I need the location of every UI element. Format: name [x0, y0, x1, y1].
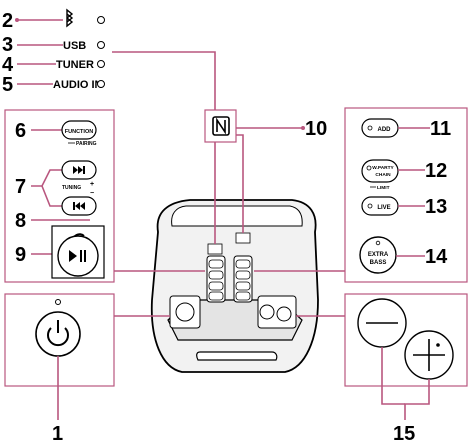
add-indicator-icon — [367, 125, 373, 131]
callout-7: 7 — [15, 176, 26, 198]
live-label: LIVE — [377, 205, 390, 211]
speaker-mini-button — [208, 270, 224, 280]
speaker-illustration — [150, 199, 319, 373]
callout-13: 13 — [425, 196, 447, 218]
plus-icon — [413, 339, 445, 371]
live-indicator-icon — [367, 203, 373, 209]
previous-icon — [73, 202, 85, 210]
bluetooth-indicator-icon — [97, 16, 105, 24]
tuner-indicator-icon — [97, 60, 105, 68]
power-indicator-icon — [55, 299, 61, 305]
right-panel: ADD 11 W.PARTY CHAIN LIMIT 12 LIVE 13 EX… — [344, 107, 468, 283]
speaker-mini-button — [208, 259, 224, 269]
tuner-label: TUNER — [56, 59, 94, 71]
bluetooth-icon — [66, 8, 74, 28]
power-icon — [47, 320, 69, 347]
speaker-mini-button — [235, 270, 251, 280]
extra-bass-label-2: BASS — [370, 260, 387, 266]
next-icon — [73, 166, 85, 174]
speaker-volume-minus-mini — [259, 304, 275, 320]
callout-11: 11 — [430, 118, 451, 140]
audio-in-indicator-icon — [97, 80, 105, 88]
party-chain-indicator-icon — [366, 165, 372, 171]
speaker-nfc-slot — [235, 232, 251, 244]
callout-5: 5 — [2, 74, 13, 96]
speaker-mini-button — [235, 291, 251, 301]
pairing-label: PAIRING — [76, 141, 97, 147]
function-label: FUNCTION — [65, 129, 93, 135]
extra-bass-indicator-icon — [375, 240, 381, 246]
limit-label: LIMIT — [377, 185, 390, 191]
nfc-frame — [204, 109, 237, 143]
extra-bass-label-1: EXTRA — [368, 252, 389, 258]
power-panel: 1 — [4, 293, 115, 443]
tuning-label: TUNING — [62, 185, 81, 191]
left-panel: 6 FUNCTION PAIRING 7 TUNING + − 8 9 — [4, 109, 115, 283]
speaker-power-mini — [175, 302, 195, 322]
audio-in-label: AUDIO IN — [53, 79, 103, 91]
callout-10: 10 — [305, 118, 327, 140]
callout-dot — [301, 126, 305, 130]
speaker-indicator-slot — [207, 243, 223, 255]
callout-3: 3 — [2, 34, 13, 56]
callout-2: 2 — [2, 10, 13, 32]
tuning-plus: + — [90, 181, 94, 188]
power-button[interactable] — [35, 311, 81, 357]
volume-plus-tactile-dot — [436, 343, 440, 347]
speaker-mini-button — [235, 281, 251, 291]
add-label: ADD — [378, 127, 392, 133]
tuning-minus: − — [90, 190, 94, 197]
extra-bass-button[interactable] — [359, 236, 397, 274]
callout-12: 12 — [425, 160, 447, 182]
callout-4: 4 — [2, 54, 14, 76]
speaker-mini-button — [208, 281, 224, 291]
volume-panel: 15 — [344, 293, 468, 443]
speaker-handle-slot — [196, 351, 278, 361]
usb-label: USB — [63, 40, 86, 52]
speaker-mini-button — [208, 291, 224, 301]
callout-8: 8 — [15, 210, 26, 232]
party-chain-button[interactable] — [361, 159, 399, 183]
indicator-list: 2 3 USB 4 TUNER 5 AUDIO IN — [2, 8, 105, 96]
function-button[interactable] — [61, 120, 97, 140]
leader-lines — [112, 51, 345, 317]
usb-indicator-icon — [97, 41, 105, 49]
speaker-volume-plus-mini — [276, 306, 292, 322]
callout-dot — [15, 18, 19, 22]
speaker-top-panel — [171, 205, 303, 227]
callout-1: 1 — [52, 423, 63, 443]
play-pause-icon — [69, 250, 86, 262]
party-chain-label-2: CHAIN — [375, 172, 391, 178]
callout-14: 14 — [425, 246, 448, 268]
callout-6: 6 — [15, 120, 26, 142]
speaker-mini-button — [235, 259, 251, 269]
nfc-icon-mark — [216, 117, 226, 135]
callout-9: 9 — [15, 244, 26, 266]
nfc-callout: 10 — [204, 109, 327, 143]
callout-15: 15 — [393, 423, 415, 443]
party-chain-label-1: W.PARTY — [372, 165, 394, 171]
play-pause-button[interactable] — [57, 235, 99, 277]
